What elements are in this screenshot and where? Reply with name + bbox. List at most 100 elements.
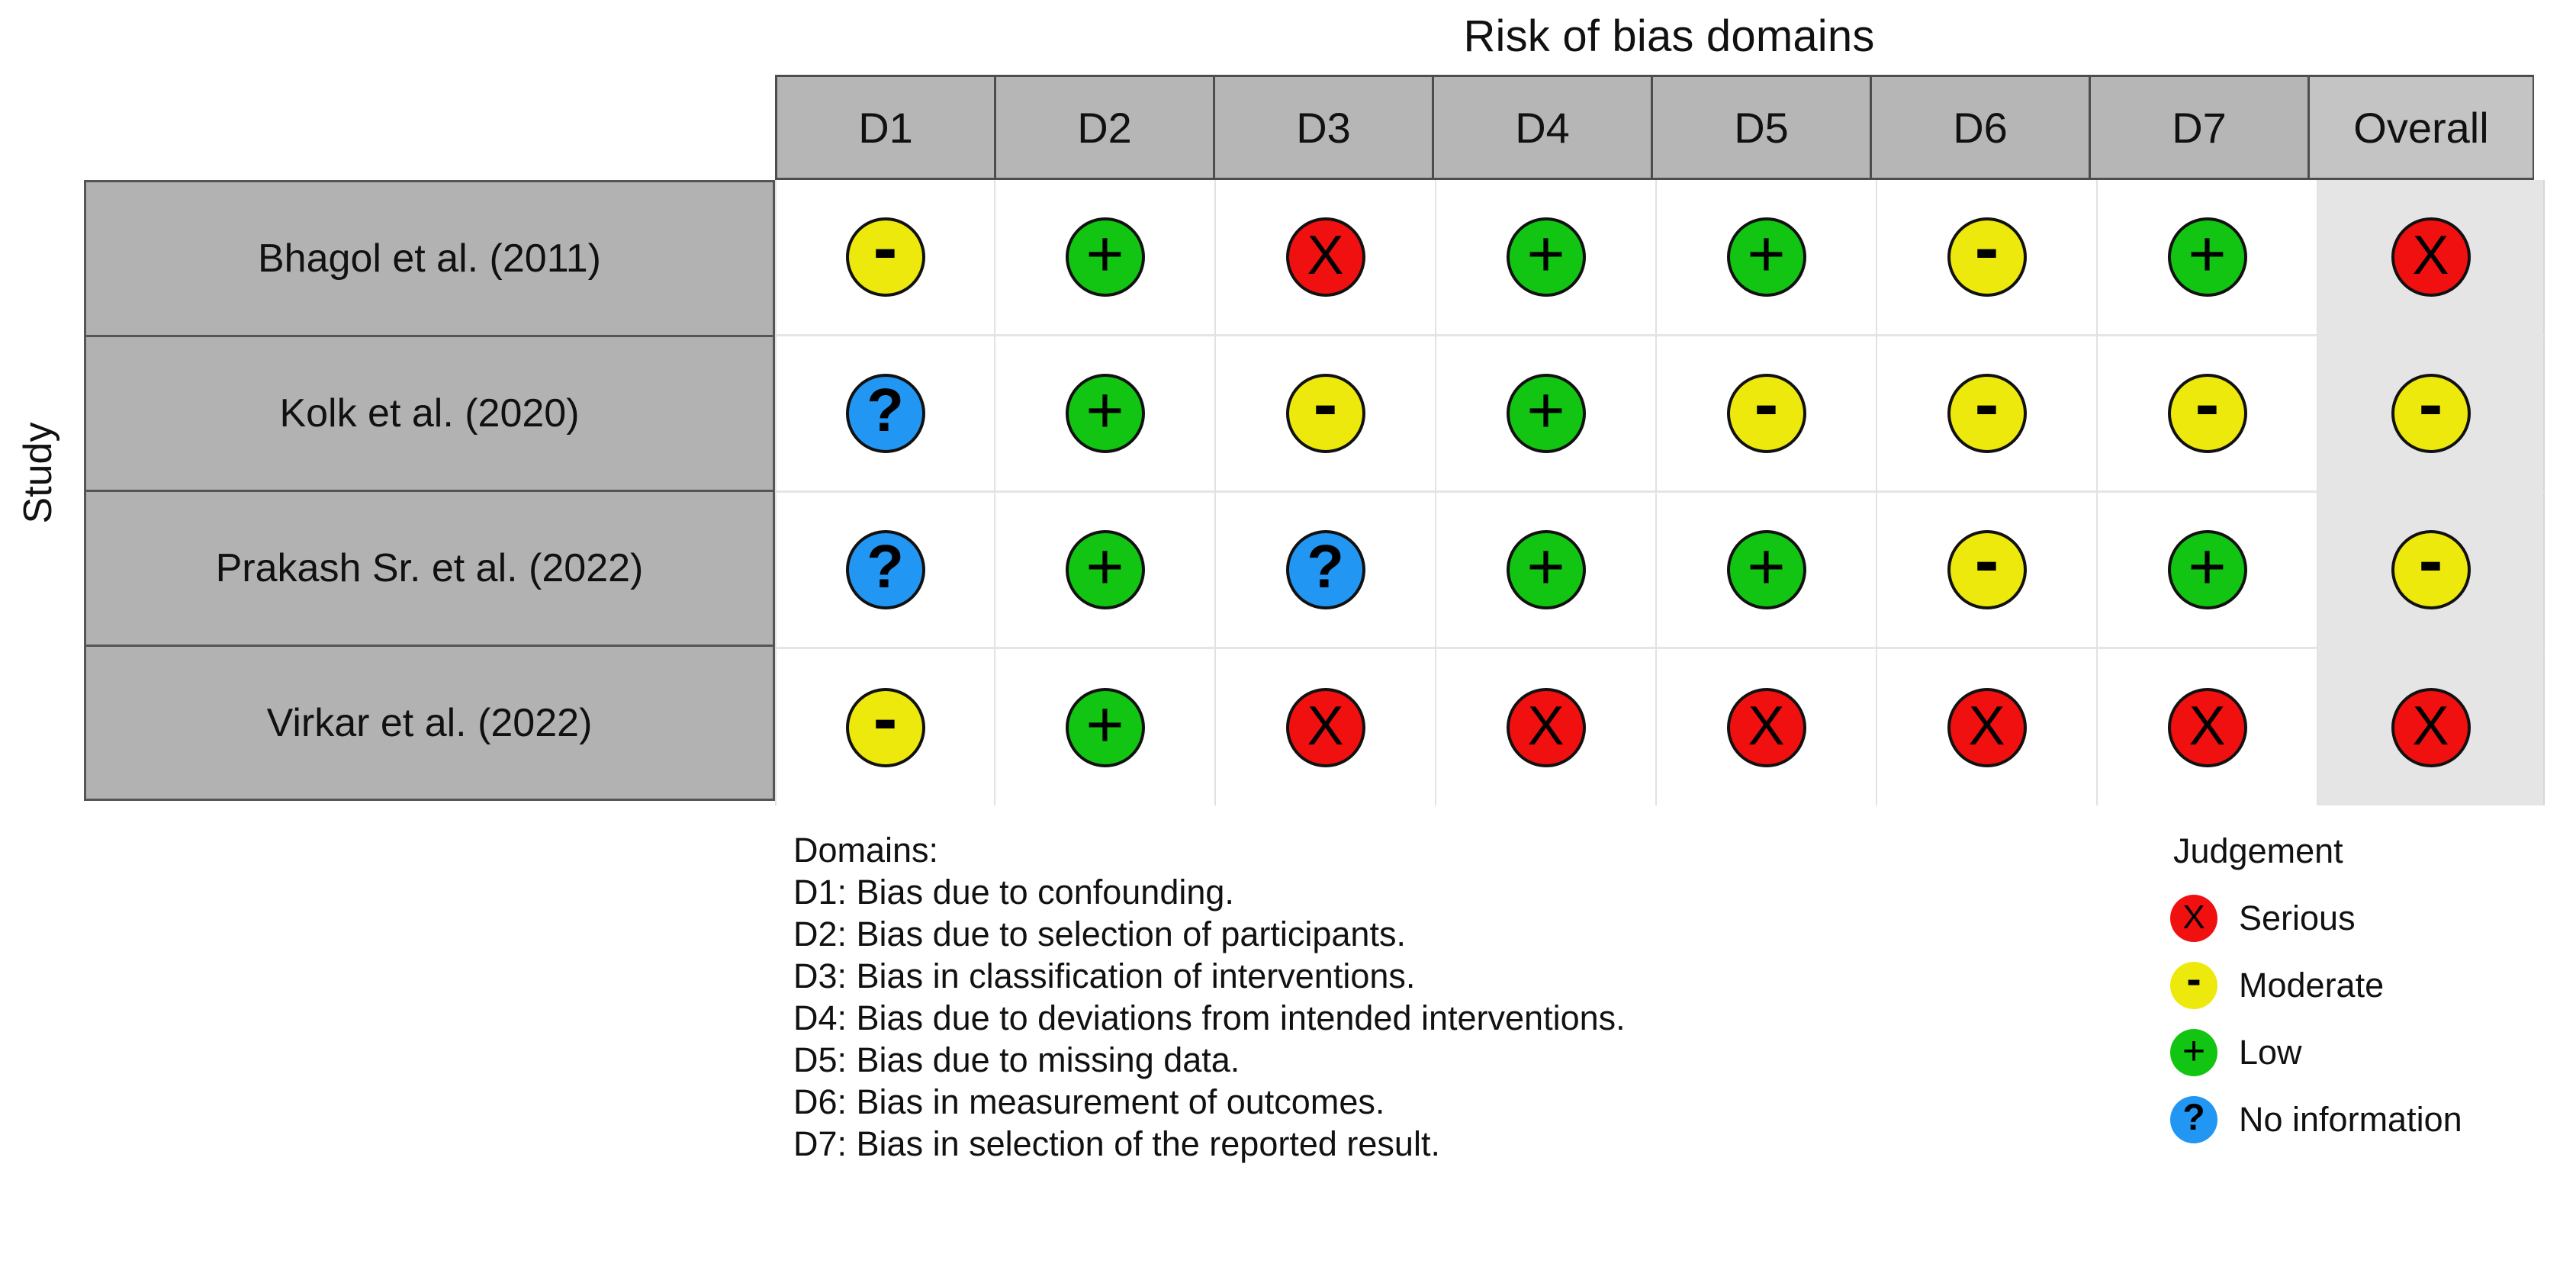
judgement-glyph: + xyxy=(1526,217,1565,291)
judgement-cell-d7[interactable]: - xyxy=(2098,336,2318,493)
judgement-cell-overall[interactable]: X xyxy=(2318,649,2545,805)
judgement-cell-overall[interactable]: - xyxy=(2318,336,2545,493)
judgement-moderate-icon: - xyxy=(1947,524,2027,609)
column-header-label: Overall xyxy=(2353,103,2489,152)
table-row: - + X + + - + X xyxy=(775,180,2545,336)
study-label-cell[interactable]: Virkar et al. (2022) xyxy=(84,645,775,801)
judgement-glyph: X xyxy=(2188,695,2226,757)
column-header-overall[interactable]: Overall xyxy=(2307,75,2534,180)
study-label: Virkar et al. (2022) xyxy=(266,700,593,745)
judgement-glyph: - xyxy=(2418,519,2443,601)
judgement-cell-d5[interactable]: X xyxy=(1657,649,1877,805)
judgement-moderate-icon: - xyxy=(1726,368,1806,453)
judgement-cell-d5[interactable]: - xyxy=(1657,336,1877,493)
domain-definition-line: D5: Bias due to missing data. xyxy=(793,1040,1240,1079)
judgement-cell-d3[interactable]: X xyxy=(1216,649,1436,805)
column-header-d6[interactable]: D6 xyxy=(1870,75,2090,180)
legend-item-label: No information xyxy=(2239,1100,2462,1139)
judgement-cell-d7[interactable]: + xyxy=(2098,180,2318,336)
judgement-cell-d1[interactable]: ? xyxy=(775,493,995,649)
column-header-d7[interactable]: D7 xyxy=(2089,75,2309,180)
judgement-cell-d4[interactable]: X xyxy=(1436,649,1657,805)
judgement-serious-icon: X xyxy=(1506,687,1586,767)
legend-glyph: + xyxy=(2182,1029,2206,1073)
column-header-label: D7 xyxy=(2172,103,2227,152)
judgement-cell-d4[interactable]: + xyxy=(1436,493,1657,649)
legend-noinfo-icon: ? xyxy=(2170,1096,2217,1143)
column-header-d2[interactable]: D2 xyxy=(994,75,1214,180)
judgement-cell-d6[interactable]: X xyxy=(1877,649,2098,805)
judgement-low-icon: + xyxy=(1506,217,1586,297)
judgement-cell-overall[interactable]: X xyxy=(2318,180,2545,336)
judgement-glyph: X xyxy=(1307,695,1344,757)
domain-definition-line: D4: Bias due to deviations from intended… xyxy=(793,998,1626,1037)
study-label-cell[interactable]: Prakash Sr. et al. (2022) xyxy=(84,490,775,646)
judgement-low-icon: + xyxy=(1506,530,1586,609)
judgement-serious-icon: X xyxy=(1947,687,2027,767)
judgement-cell-d6[interactable]: - xyxy=(1877,180,2098,336)
judgement-cell-d3[interactable]: ? xyxy=(1216,493,1436,649)
judgement-cell-d1[interactable]: ? xyxy=(775,336,995,493)
legend-item-serious[interactable]: X Serious xyxy=(2170,885,2462,952)
judgement-cell-d1[interactable]: - xyxy=(775,649,995,805)
judgement-low-icon: + xyxy=(1065,217,1145,297)
judgement-serious-icon: X xyxy=(2391,687,2471,767)
judgement-low-icon: + xyxy=(2167,217,2247,297)
domains-legend: Domains:D1: Bias due to confounding.D2: … xyxy=(793,829,1626,1165)
judgement-cell-d5[interactable]: + xyxy=(1657,493,1877,649)
legend-glyph: X xyxy=(2182,899,2205,936)
judgement-cell-d6[interactable]: - xyxy=(1877,493,2098,649)
judgement-cell-d4[interactable]: + xyxy=(1436,336,1657,493)
study-label-cell[interactable]: Kolk et al. (2020) xyxy=(84,335,775,491)
judgement-cell-d3[interactable]: X xyxy=(1216,180,1436,336)
column-header-d5[interactable]: D5 xyxy=(1651,75,1871,180)
column-header-label: D2 xyxy=(1077,103,1132,152)
judgement-glyph: - xyxy=(2418,363,2443,445)
table-row: ?+-+---- xyxy=(775,336,2545,493)
judgement-moderate-icon: - xyxy=(2391,368,2471,453)
judgement-cell-d2[interactable]: + xyxy=(995,649,1216,805)
judgement-moderate-icon: - xyxy=(1947,368,2027,453)
judgement-glyph: + xyxy=(1526,374,1565,447)
judgement-serious-icon: X xyxy=(1285,687,1365,767)
judgement-serious-icon: X xyxy=(1285,217,1365,297)
judgement-glyph: - xyxy=(873,677,898,759)
column-header-d4[interactable]: D4 xyxy=(1432,75,1652,180)
judgement-cell-d7[interactable]: X xyxy=(2098,649,2318,805)
judgement-cell-d2[interactable]: + xyxy=(995,180,1216,336)
legend-item-label: Serious xyxy=(2239,899,2356,937)
judgement-legend-title: Judgement xyxy=(2173,831,2343,870)
judgement-cell-d5[interactable]: + xyxy=(1657,180,1877,336)
judgement-cell-d6[interactable]: - xyxy=(1877,336,2098,493)
legend-low-icon: + xyxy=(2170,1029,2217,1076)
judgement-cell-d1[interactable]: - xyxy=(775,180,995,336)
judgement-glyph: - xyxy=(1313,363,1338,445)
column-header-label: D5 xyxy=(1734,103,1789,152)
column-header-d1[interactable]: D1 xyxy=(775,75,995,180)
column-header-label: D4 xyxy=(1515,103,1570,152)
study-label-cell[interactable]: Bhagol et al. (2011) xyxy=(84,180,775,336)
judgement-cell-d7[interactable]: + xyxy=(2098,493,2318,649)
domain-definition-line: D7: Bias in selection of the reported re… xyxy=(793,1124,1440,1163)
judgement-low-icon: + xyxy=(1065,530,1145,609)
column-header-d3[interactable]: D3 xyxy=(1213,75,1433,180)
judgement-cell-d3[interactable]: - xyxy=(1216,336,1436,493)
judgement-glyph: X xyxy=(2412,695,2449,757)
judgement-glyph: + xyxy=(2188,217,2227,291)
judgement-legend-items: X Serious -Moderate+Low? No information xyxy=(2170,885,2462,1153)
judgement-cell-d2[interactable]: + xyxy=(995,493,1216,649)
legend-item-moderate[interactable]: -Moderate xyxy=(2170,952,2462,1019)
judgement-glyph: - xyxy=(873,207,898,288)
legend-item-noinfo[interactable]: ? No information xyxy=(2170,1086,2462,1153)
study-label: Prakash Sr. et al. (2022) xyxy=(215,546,644,590)
judgement-cell-overall[interactable]: - xyxy=(2318,493,2545,649)
judgement-cell-d2[interactable]: + xyxy=(995,336,1216,493)
judgement-glyph: X xyxy=(1527,695,1565,757)
judgement-low-icon: + xyxy=(1726,217,1806,297)
judgement-glyph: + xyxy=(1747,217,1786,291)
judgement-moderate-icon: - xyxy=(2167,368,2247,453)
judgement-glyph: ? xyxy=(1307,532,1344,600)
legend-item-low[interactable]: +Low xyxy=(2170,1019,2462,1086)
judgement-cell-d4[interactable]: + xyxy=(1436,180,1657,336)
